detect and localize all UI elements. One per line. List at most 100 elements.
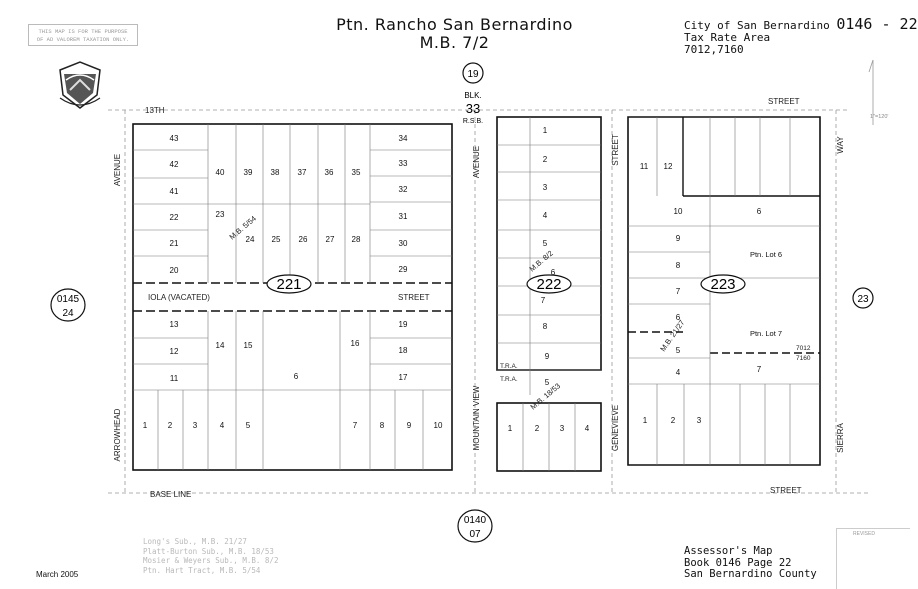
parcel-223-9: 9 <box>676 234 681 243</box>
header-right: City of San Bernardino 0146 - 22 Tax Rat… <box>684 15 918 56</box>
parcel-221-33: 33 <box>399 159 408 168</box>
parcel-221-9: 9 <box>407 421 412 430</box>
mb-label-2127: M.B. 21/27 <box>658 318 686 353</box>
parcel-223-7: 7 <box>676 287 681 296</box>
parcel-223-12: 12 <box>664 162 673 171</box>
street-way: WAY <box>836 136 845 154</box>
parcel-222-3b: 3 <box>560 424 565 433</box>
parcel-221-39: 39 <box>244 168 253 177</box>
map-date: March 2005 <box>36 570 79 579</box>
parcel-223-6b: 6 <box>757 207 762 216</box>
block-label-223: 223 <box>710 276 735 293</box>
parcel-221-38: 38 <box>271 168 280 177</box>
blk-label: BLK. <box>464 91 481 100</box>
street-arrowhead: ARROWHEAD <box>113 408 122 461</box>
disclaimer-box: THIS MAP IS FOR THE PURPOSE OF AD VALORE… <box>28 24 138 46</box>
street-iola: IOLA (VACATED) <box>148 293 210 302</box>
block-223 <box>627 116 821 466</box>
footer-right: Assessor's Map Book 0146 Page 22 San Ber… <box>684 545 817 581</box>
parcel-221-19: 19 <box>399 320 408 329</box>
parcel-221-5: 5 <box>246 421 251 430</box>
parcel-223-11: 11 <box>640 162 649 171</box>
footer-line-1: Assessor's Map <box>684 545 773 557</box>
disclaimer-line-2: OF AD VALOREM TAXATION ONLY. <box>36 36 130 43</box>
parcel-221-35: 35 <box>352 168 361 177</box>
parcel-222-1: 1 <box>543 126 548 135</box>
block-oval-221 <box>266 274 312 294</box>
footer-line-2: Book 0146 Page 22 <box>684 556 792 569</box>
parcel-221-6: 6 <box>294 372 299 381</box>
parcel-221-32: 32 <box>399 185 408 194</box>
block-label-222: 222 <box>536 276 561 293</box>
block-oval-223 <box>700 274 746 294</box>
parcel-222-4b: 4 <box>585 424 590 433</box>
parcel-222-6: 6 <box>551 268 556 277</box>
parcel-221-18: 18 <box>399 346 408 355</box>
parcel-221-8: 8 <box>380 421 385 430</box>
parcel-221-37: 37 <box>298 168 307 177</box>
parcel-221-34: 34 <box>399 134 408 143</box>
subdivision-list: Long's Sub., M.B. 21/27 Platt-Burton Sub… <box>143 537 278 575</box>
parcel-221-36: 36 <box>325 168 334 177</box>
parcel-221-31: 31 <box>399 212 408 221</box>
street-base-line: BASE LINE <box>150 490 191 499</box>
parcel-223-3: 3 <box>697 416 702 425</box>
page-ref: 0146 - 22 <box>836 15 918 33</box>
adjacent-map-bottom <box>457 509 493 543</box>
map-title: Ptn. Rancho San Bernardino M.B. 7/2 <box>0 16 909 52</box>
revised-box: REVISED <box>836 528 910 589</box>
north-arrow-icon <box>868 59 874 125</box>
parcel-222-5b: 5 <box>545 378 550 387</box>
parcel-223-5: 5 <box>676 346 681 355</box>
parcel-221-28: 28 <box>352 235 361 244</box>
parcel-223-1: 1 <box>643 416 648 425</box>
adjacent-right: 23 <box>857 294 869 305</box>
street-mountain-view: MOUNTAIN VIEW <box>472 385 481 450</box>
parcel-221-11: 11 <box>170 374 179 383</box>
rsb-label: R.S.B. <box>463 118 483 125</box>
map-title-line-2: M.B. 7/2 <box>419 33 490 52</box>
adjacent-bottom-bottom: 07 <box>469 529 481 540</box>
subdivision-4: Ptn. Hart Tract, M.B. 5/54 <box>143 565 261 575</box>
parcel-221-2: 2 <box>168 421 173 430</box>
parcel-221-29: 29 <box>399 265 408 274</box>
subdivision-3: Mosier & Weyers Sub., M.B. 8/2 <box>143 556 279 565</box>
subdivision-1: Long's Sub., M.B. 21/27 <box>143 537 247 546</box>
map-title-line-1: Ptn. Rancho San Bernardino <box>336 15 573 34</box>
parcel-222-2: 2 <box>543 155 548 164</box>
tra-label-2: T.R.A. <box>500 376 518 383</box>
street-genevieve-top: STREET <box>611 134 620 166</box>
parcel-223-2: 2 <box>671 416 676 425</box>
parcel-223-ptn-lot-7: Ptn. Lot 7 <box>750 329 782 338</box>
disclaimer-line-1: THIS MAP IS FOR THE PURPOSE <box>38 28 128 35</box>
adjacent-left-bottom: 24 <box>62 308 74 319</box>
city-name: City of San Bernardino <box>684 19 830 32</box>
tra-value-7012: 7012 <box>796 345 811 352</box>
block-label-221: 221 <box>276 276 301 293</box>
book-ref-circle <box>462 62 484 84</box>
street-avenue-left: AVENUE <box>113 154 122 186</box>
street-base-line-right: STREET <box>770 486 802 495</box>
parcel-221-7: 7 <box>353 421 358 430</box>
parcel-222-9: 9 <box>545 352 550 361</box>
parcel-222-7: 7 <box>541 296 546 305</box>
tax-rate-area-label: Tax Rate Area <box>684 31 771 44</box>
adjacent-left-top: 0145 <box>57 294 80 305</box>
parcel-221-41: 41 <box>170 187 179 196</box>
parcel-221-15: 15 <box>244 341 253 350</box>
parcel-221-12: 12 <box>170 347 179 356</box>
parcel-223-10: 10 <box>674 207 683 216</box>
parcel-221-20: 20 <box>170 266 179 275</box>
parcel-221-21: 21 <box>170 239 179 248</box>
parcel-221-1: 1 <box>143 421 148 430</box>
tax-rate-area-values: 7012,7160 <box>684 43 744 56</box>
parcel-221-16: 16 <box>351 339 360 348</box>
parcel-223-6: 6 <box>676 313 681 322</box>
parcel-223-7b: 7 <box>757 365 762 374</box>
street-13th: 13TH <box>145 106 165 115</box>
parcel-221-13: 13 <box>170 320 179 329</box>
parcel-221-43: 43 <box>170 134 179 143</box>
parcel-223-4: 4 <box>676 368 681 377</box>
block-oval-222 <box>526 274 572 294</box>
